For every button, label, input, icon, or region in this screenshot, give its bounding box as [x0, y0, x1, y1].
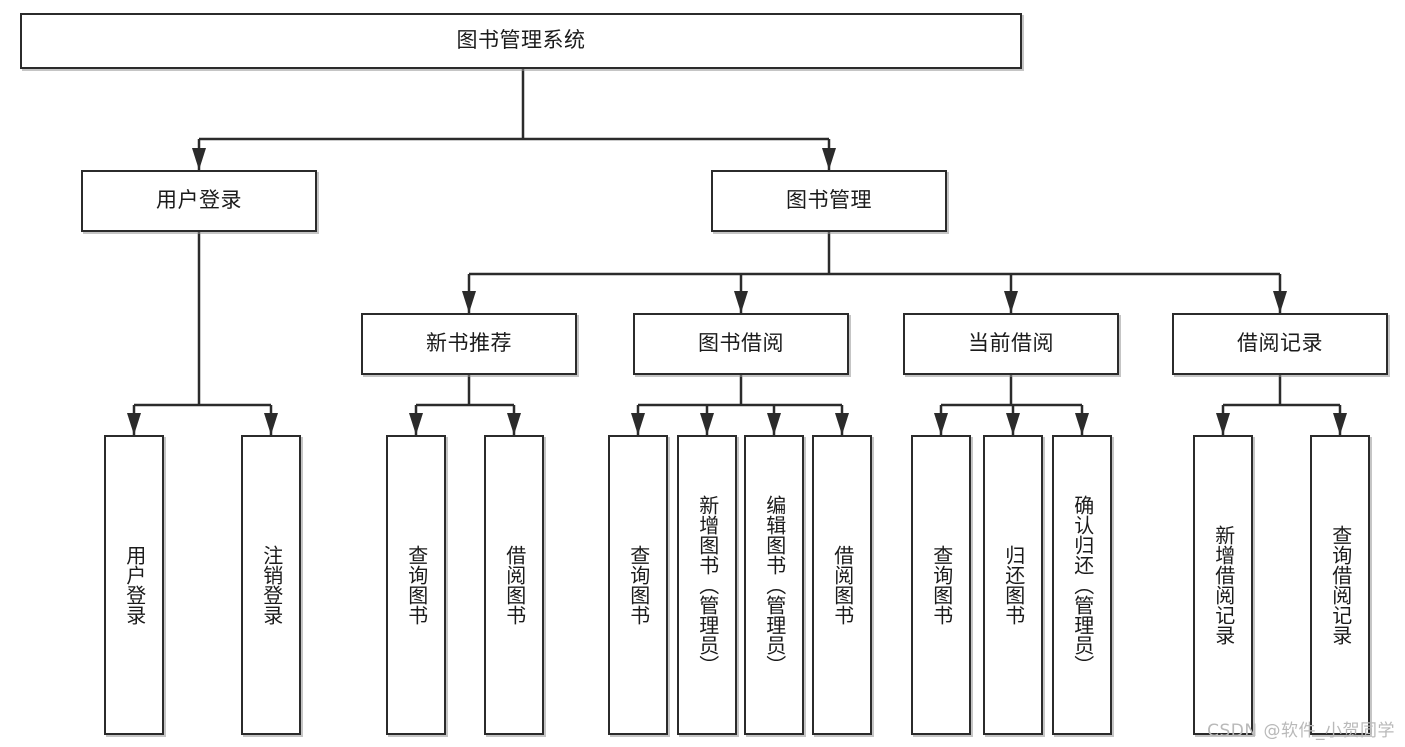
arrowhead-icon-leaf-query-book-1: [409, 413, 423, 435]
arrowhead-icon-leaf-query-borrow-record: [1333, 413, 1347, 435]
node-leaf-user-login[interactable]: 用户登录: [104, 435, 164, 735]
node-new-book-recommend[interactable]: 新书推荐: [361, 313, 577, 375]
node-label-book-manage: 图书管理: [786, 188, 872, 213]
arrowhead-icon-book-borrow: [734, 291, 748, 313]
node-leaf-query-book-2[interactable]: 查询图书: [608, 435, 668, 735]
arrowhead-icon-leaf-add-book-admin: [700, 413, 714, 435]
arrowhead-icon-leaf-query-book-2: [631, 413, 645, 435]
node-label-borrow-record: 借阅记录: [1237, 331, 1323, 356]
node-leaf-query-book-3[interactable]: 查询图书: [911, 435, 971, 735]
node-label-leaf-user-login: 用户登录: [122, 545, 147, 625]
arrowhead-icon-leaf-borrow-book-2: [835, 413, 849, 435]
node-label-leaf-confirm-return-admin: 确认归还（管理员）: [1070, 495, 1095, 675]
node-label-leaf-query-book-2: 查询图书: [626, 545, 651, 625]
node-label-leaf-query-book-1: 查询图书: [404, 545, 429, 625]
watermark: CSDN @软件_小贺同学: [1207, 721, 1395, 741]
node-label-leaf-query-borrow-record: 查询借阅记录: [1328, 525, 1353, 645]
node-label-user-login: 用户登录: [156, 188, 242, 213]
arrowhead-icon-current-borrow: [1004, 291, 1018, 313]
node-leaf-add-borrow-record[interactable]: 新增借阅记录: [1193, 435, 1253, 735]
node-book-manage[interactable]: 图书管理: [711, 170, 947, 232]
arrowhead-icon-book-manage: [822, 148, 836, 170]
node-leaf-borrow-book-2[interactable]: 借阅图书: [812, 435, 872, 735]
arrowhead-icon-borrow-record: [1273, 291, 1287, 313]
node-user-login[interactable]: 用户登录: [81, 170, 317, 232]
node-label-leaf-borrow-book-2: 借阅图书: [830, 545, 855, 625]
arrowhead-icon-leaf-confirm-return-admin: [1075, 413, 1089, 435]
node-borrow-record[interactable]: 借阅记录: [1172, 313, 1388, 375]
node-root[interactable]: 图书管理系统: [20, 13, 1022, 69]
arrowhead-icon-new-book-recommend: [462, 291, 476, 313]
node-current-borrow[interactable]: 当前借阅: [903, 313, 1119, 375]
arrowhead-icon-leaf-logout-login: [264, 413, 278, 435]
arrowhead-icon-leaf-borrow-book-1: [507, 413, 521, 435]
node-leaf-add-book-admin[interactable]: 新增图书（管理员）: [677, 435, 737, 735]
arrowhead-icon-leaf-add-borrow-record: [1216, 413, 1230, 435]
node-book-borrow[interactable]: 图书借阅: [633, 313, 849, 375]
node-label-book-borrow: 图书借阅: [698, 331, 784, 356]
node-leaf-return-book[interactable]: 归还图书: [983, 435, 1043, 735]
node-label-leaf-add-borrow-record: 新增借阅记录: [1211, 525, 1236, 645]
node-leaf-confirm-return-admin[interactable]: 确认归还（管理员）: [1052, 435, 1112, 735]
node-label-leaf-borrow-book-1: 借阅图书: [502, 545, 527, 625]
arrowhead-icon-leaf-query-book-3: [934, 413, 948, 435]
node-leaf-edit-book-admin[interactable]: 编辑图书（管理员）: [744, 435, 804, 735]
node-leaf-query-borrow-record[interactable]: 查询借阅记录: [1310, 435, 1370, 735]
node-leaf-logout-login[interactable]: 注销登录: [241, 435, 301, 735]
node-label-leaf-query-book-3: 查询图书: [929, 545, 954, 625]
node-label-leaf-return-book: 归还图书: [1001, 545, 1026, 625]
node-label-leaf-edit-book-admin: 编辑图书（管理员）: [762, 495, 787, 675]
node-label-leaf-add-book-admin: 新增图书（管理员）: [695, 495, 720, 675]
node-label-leaf-logout-login: 注销登录: [259, 545, 284, 625]
arrowhead-icon-leaf-return-book: [1006, 413, 1020, 435]
node-leaf-borrow-book-1[interactable]: 借阅图书: [484, 435, 544, 735]
arrowhead-icon-user-login: [192, 148, 206, 170]
node-leaf-query-book-1[interactable]: 查询图书: [386, 435, 446, 735]
arrowhead-icon-leaf-user-login: [127, 413, 141, 435]
arrowhead-icon-leaf-edit-book-admin: [767, 413, 781, 435]
node-label-current-borrow: 当前借阅: [968, 331, 1054, 356]
node-label-new-book-recommend: 新书推荐: [426, 331, 512, 356]
node-label-root: 图书管理系统: [456, 28, 586, 53]
